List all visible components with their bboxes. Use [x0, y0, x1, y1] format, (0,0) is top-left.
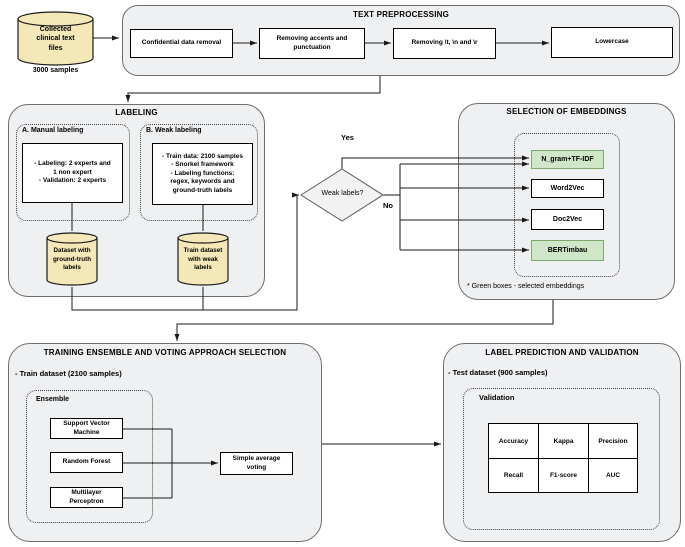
- embedding-bertimbau: BERTimbau: [531, 240, 604, 261]
- ensemble-group: [26, 390, 153, 523]
- manual-labeling-details: - Labeling: 2 experts and 1 non expert -…: [22, 143, 123, 203]
- metrics-table: Accuracy Kappa Precision Recall F1-score…: [488, 423, 638, 493]
- prep-step-lowercase: Lowercase: [551, 27, 673, 58]
- embedding-word2vec: Word2Vec: [531, 179, 604, 198]
- labeling-title: LABELING: [115, 108, 158, 117]
- prep-step-whitespace: Removing \t, \n and \r: [393, 28, 496, 59]
- embedding-doc2vec: Doc2Vec: [531, 209, 604, 230]
- voting-box: Simple average voting: [220, 452, 293, 475]
- metric-recall: Recall: [489, 459, 539, 493]
- embeddings-title: SELECTION OF EMBEDDINGS: [506, 107, 627, 116]
- decision-question: Weak labels?: [321, 190, 364, 197]
- weak-dataset-label: Train dataset with weak labels: [183, 247, 223, 272]
- model-mlp: Multilayer Perceptron: [50, 487, 123, 508]
- panel-selection-of-embeddings: [458, 103, 675, 300]
- decision-yes-label: Yes: [341, 133, 354, 142]
- manual-labeling-label: A. Manual labeling: [22, 127, 84, 134]
- source-cylinder-label: Collected clinical text files: [36, 25, 75, 52]
- validation-group: [463, 388, 660, 530]
- model-svm: Support Vector Machine: [50, 418, 123, 439]
- prep-step-confidential-removal: Confidential data removal: [130, 29, 233, 58]
- validation-label: Validation: [479, 393, 515, 402]
- embedding-ngram-tfidf: N_gram+TF-IDF: [531, 150, 604, 169]
- panel-training-ensemble: [8, 343, 322, 542]
- validation-title: LABEL PREDICTION AND VALIDATION: [485, 348, 639, 357]
- training-title: TRAINING ENSEMBLE AND VOTING APPROACH SE…: [43, 348, 287, 357]
- validation-dataset-label: - Test dataset (900 samples): [448, 368, 548, 377]
- metric-f1: F1-score: [539, 459, 589, 493]
- embeddings-note: * Green boxes - selected embeddings: [467, 283, 585, 290]
- model-random-forest: Random Forest: [50, 452, 123, 473]
- metric-precision: Precision: [589, 424, 638, 459]
- embedding-options-group: [514, 133, 620, 277]
- training-dataset-label: - Train dataset (2100 samples): [15, 369, 122, 378]
- metric-kappa: Kappa: [539, 424, 589, 459]
- decision-no-label: No: [383, 201, 393, 210]
- connector-embeddings-to-training: [174, 300, 554, 341]
- metric-accuracy: Accuracy: [489, 424, 539, 459]
- weak-labeling-label: B. Weak labeling: [146, 127, 202, 134]
- ground-truth-dataset-label: Dataset with ground-truth labels: [52, 247, 92, 272]
- weak-labeling-details: - Train data: 2100 samples - Snorkel fra…: [152, 143, 253, 205]
- metric-auc: AUC: [589, 459, 638, 493]
- ensemble-label: Ensemble: [36, 396, 70, 403]
- prep-step-accents-punctuation: Removing accents and punctuation: [259, 28, 365, 59]
- source-samples-label: 3000 samples: [32, 67, 79, 75]
- preprocessing-title: TEXT PREPROCESSING: [352, 10, 450, 19]
- connector-preprocessing-to-labeling: [125, 76, 381, 102]
